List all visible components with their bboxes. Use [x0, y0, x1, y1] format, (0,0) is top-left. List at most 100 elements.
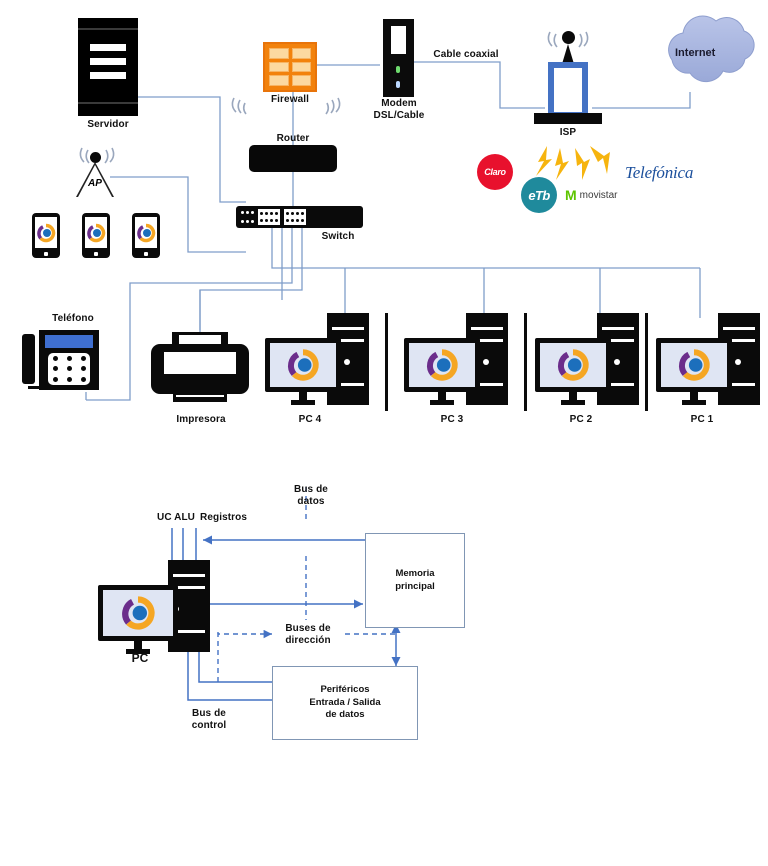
switch-device[interactable]: [236, 206, 363, 228]
provider-etb-logo[interactable]: eTb: [521, 177, 557, 213]
phone-home-button[interactable]: [144, 252, 148, 256]
brand-logo-icon: [122, 596, 155, 630]
printer-paper-slot: [179, 335, 221, 344]
etb-text: eTb: [528, 187, 550, 203]
firewall-device[interactable]: [263, 42, 317, 92]
coaxial-cable-label: Cable coaxial: [433, 49, 499, 60]
monitor-neck: [299, 392, 307, 400]
phone-home-button[interactable]: [44, 252, 48, 256]
power-button[interactable]: [735, 359, 741, 365]
monitor-foot: [430, 400, 454, 405]
provider-movistar-logo[interactable]: M movistar: [565, 188, 617, 202]
isp-mast-icon: [562, 44, 574, 64]
isp-label: ISP: [559, 127, 577, 138]
firewall-brick: [291, 75, 311, 86]
power-button[interactable]: [483, 359, 489, 365]
ap-antenna-dot-icon: [90, 152, 101, 163]
pc-station[interactable]: [656, 313, 768, 413]
firewall-label: Firewall: [270, 94, 310, 105]
modem-label: Modem DSL/Cable: [373, 98, 425, 121]
power-button[interactable]: [344, 359, 350, 365]
pc1-label: PC 1: [690, 414, 714, 425]
bus-datos-label: Bus de datos: [294, 484, 328, 507]
brand-logo-icon: [288, 349, 319, 381]
brand-logo-icon: [427, 349, 458, 381]
pc-divider: [385, 313, 388, 411]
firewall-brick: [269, 75, 289, 86]
smartphone-device[interactable]: [132, 213, 160, 258]
provider-claro-logo[interactable]: Claro: [477, 154, 513, 190]
brand-logo-icon: [679, 349, 710, 381]
pc-screen: [409, 343, 475, 387]
switch-port-group: [258, 209, 280, 225]
architecture-pc-label: PC: [131, 651, 149, 665]
telephone-handset[interactable]: [22, 334, 35, 384]
phone-screen: [135, 217, 157, 248]
telephone-label: Teléfono: [52, 313, 94, 324]
modem-panel: [391, 26, 406, 54]
pc4-label: PC 4: [298, 414, 322, 425]
phone-home-button[interactable]: [94, 252, 98, 256]
pc3-label: PC 3: [440, 414, 464, 425]
registros-label: Registros: [200, 512, 248, 523]
monitor-foot: [291, 400, 315, 405]
pc-screen: [540, 343, 606, 387]
pc-monitor: [404, 338, 480, 392]
modem-led-blue: [396, 81, 400, 88]
lightning-bolt-icon: [536, 146, 610, 180]
pc-station[interactable]: [535, 313, 647, 413]
provider-telefonica-logo[interactable]: Telefónica: [625, 163, 694, 182]
firewall-brick: [269, 61, 289, 73]
modem-device[interactable]: [383, 19, 414, 97]
brand-logo-icon: [37, 223, 56, 242]
telephone-keypad[interactable]: [48, 353, 90, 385]
monitor-neck: [438, 392, 446, 400]
pc-monitor: [656, 338, 732, 392]
phone-screen: [35, 217, 57, 248]
internet-label: Internet: [675, 47, 716, 59]
monitor-neck: [690, 392, 698, 400]
firewall-brick: [291, 61, 311, 73]
pc-monitor: [98, 585, 178, 641]
firewall-brick: [291, 48, 311, 59]
brand-logo-icon: [558, 349, 589, 381]
monitor-foot: [126, 649, 150, 654]
printer-panel: [164, 352, 236, 374]
telephone-screen: [45, 335, 93, 348]
telephone-device[interactable]: [39, 330, 99, 390]
modem-led-green: [396, 66, 400, 73]
memoria-principal-box[interactable]: Memoria principal: [365, 533, 465, 628]
buses-direccion-label: Buses de dirección: [285, 623, 331, 646]
router-label: Router: [276, 133, 310, 144]
ap-label: AP: [88, 178, 102, 189]
ap-inner: [78, 165, 112, 197]
uc-alu-label: UC ALU: [157, 512, 196, 523]
server-device[interactable]: [78, 18, 138, 116]
router-device[interactable]: [249, 145, 337, 172]
pc-screen: [661, 343, 727, 387]
claro-text: Claro: [484, 167, 506, 177]
isp-tower-device[interactable]: [548, 62, 588, 118]
switch-label: Switch: [321, 231, 355, 242]
brand-logo-icon: [137, 223, 156, 242]
pc-screen: [103, 590, 173, 636]
printer-label: Impresora: [176, 414, 226, 425]
pc-station[interactable]: [404, 313, 516, 413]
telephone-cord: [28, 386, 78, 389]
pc-monitor: [535, 338, 611, 392]
pc2-label: PC 2: [569, 414, 593, 425]
switch-led-group: [241, 209, 254, 225]
pc-divider: [524, 313, 527, 411]
smartphone-device[interactable]: [82, 213, 110, 258]
perifericos-box[interactable]: Periféricos Entrada / Salida de datos: [272, 666, 418, 740]
pc-station[interactable]: [265, 313, 377, 413]
server-label: Servidor: [87, 119, 129, 130]
printer-tray-line: [176, 395, 224, 397]
isp-base: [534, 113, 602, 124]
brand-logo-icon: [87, 223, 106, 242]
architecture-pc[interactable]: [98, 560, 210, 660]
power-button[interactable]: [614, 359, 620, 365]
pc-divider: [645, 313, 648, 411]
smartphone-device[interactable]: [32, 213, 60, 258]
bus-control-label: Bus de control: [191, 708, 227, 731]
